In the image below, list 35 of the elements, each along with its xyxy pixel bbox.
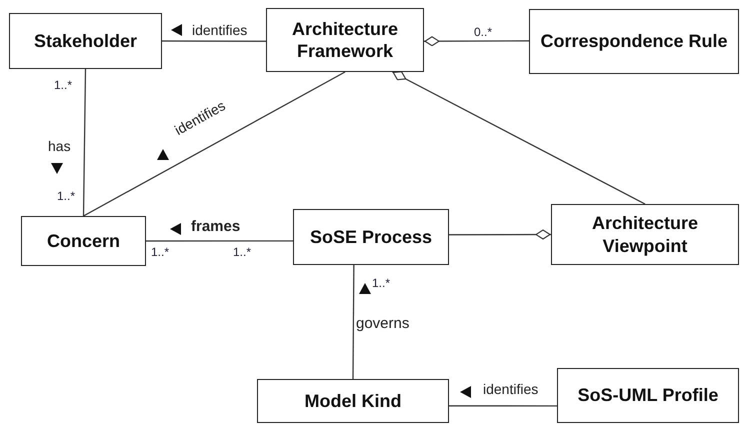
multiplicity-label: 0..* <box>474 26 492 40</box>
association-line <box>352 265 354 379</box>
aggregation-line <box>424 36 529 46</box>
class-name: SoS-UML Profile <box>578 384 718 407</box>
association-line <box>83 71 346 217</box>
class-box <box>551 204 739 265</box>
edge-label: identifies <box>190 23 250 38</box>
multiplicity-label: 1..* <box>57 190 76 204</box>
association-line <box>146 240 293 242</box>
edge-label: identifies <box>481 382 540 398</box>
class-name: Model Kind <box>304 390 402 412</box>
aggregation-line <box>449 229 551 240</box>
association-line <box>82 69 86 216</box>
multiplicity-label: 1..* <box>151 246 170 260</box>
class-name: Correspondence Rule <box>540 30 728 53</box>
class-name: Concern <box>46 230 120 252</box>
class-box <box>529 9 739 74</box>
class-box <box>21 216 146 266</box>
class-name: Architecture Framework <box>290 18 400 62</box>
multiplicity-label: 1..* <box>372 277 390 290</box>
class-name: Stakeholder <box>34 30 138 52</box>
class-box <box>9 13 162 69</box>
edge-label: has <box>46 139 73 154</box>
class-name: SoSE Process <box>310 226 432 248</box>
class-name: Architecture Viewpoint <box>590 212 700 257</box>
multiplicity-label: 1..* <box>54 79 72 92</box>
association-line <box>162 40 266 42</box>
class-box <box>257 379 449 423</box>
aggregation-line <box>392 71 646 205</box>
class-box <box>266 8 424 72</box>
class-box <box>557 368 739 423</box>
class-box <box>293 209 449 265</box>
association-line <box>449 405 557 407</box>
edge-label: governs <box>354 316 412 332</box>
multiplicity-label: 1..* <box>233 246 252 260</box>
